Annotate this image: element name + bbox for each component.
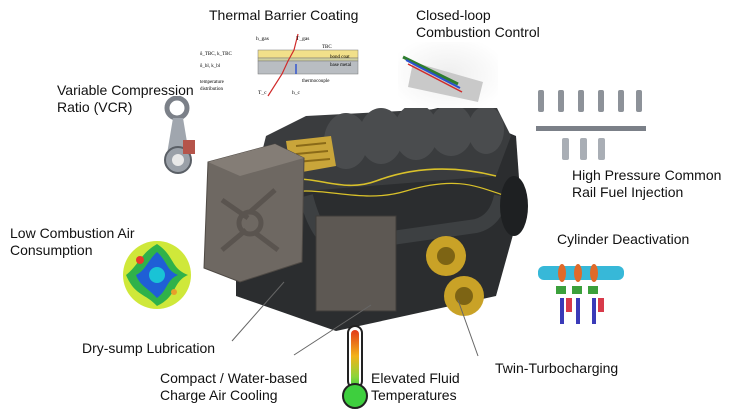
label-line-2: Rail Fuel Injection: [572, 184, 684, 200]
label-elevated-fluid-temperatures: Elevated Fluid Temperatures: [371, 370, 460, 404]
label-text: Cylinder Deactivation: [557, 231, 690, 247]
label-line-2: Combustion Control: [416, 24, 540, 40]
tbc-h-bottom: h_c: [292, 90, 301, 96]
tbc-layer-tbc: TBC: [322, 45, 332, 50]
thermometer-icon: [340, 324, 370, 410]
label-compact-cooling: Compact / Water-based Charge Air Cooling: [160, 370, 307, 404]
tbc-layer-bond: bond coat: [330, 55, 350, 60]
vcr-connecting-rod-image: [155, 96, 203, 176]
tbc-h-top: h_gas: [256, 36, 269, 42]
tbc-temp-dist-2: distribution: [200, 87, 224, 92]
label-line-1: Elevated Fluid: [371, 370, 460, 386]
label-low-combustion-air: Low Combustion Air Consumption: [10, 225, 135, 259]
label-cylinder-deactivation: Cylinder Deactivation: [557, 231, 689, 248]
fuel-injection-image: [532, 86, 652, 166]
label-text: Dry-sump Lubrication: [82, 340, 216, 356]
label-line-1: Closed-loop: [416, 7, 491, 23]
tbc-diagram: h_gas T_gas δ_TBC, k_TBC δ_bl, k_bl TBC …: [198, 28, 368, 98]
combustion-control-image: [398, 42, 498, 108]
tbc-layer-base: base metal: [330, 63, 352, 68]
label-line-1: High Pressure Common: [572, 167, 722, 183]
tbc-thermocouple: thermocouple: [302, 79, 330, 84]
label-vcr: Variable Compression Ratio (VCR): [57, 82, 194, 116]
label-line-1: Low Combustion Air: [10, 225, 135, 241]
tbc-t-bottom: T_c: [258, 90, 267, 96]
label-line-1: Compact / Water-based: [160, 370, 308, 386]
label-line-2: Consumption: [10, 242, 93, 258]
label-twin-turbocharging: Twin-Turbocharging: [495, 360, 618, 377]
label-line-2: Temperatures: [371, 387, 457, 403]
label-text: Twin-Turbocharging: [495, 360, 619, 376]
label-thermal-barrier-coating: Thermal Barrier Coating: [209, 7, 358, 24]
label-closed-loop-control: Closed-loop Combustion Control: [416, 7, 540, 41]
cylinder-deactivation-image: [538, 258, 624, 330]
label-dry-sump-lubrication: Dry-sump Lubrication: [82, 340, 215, 357]
dry-sump-tank: [200, 140, 310, 285]
label-line-2: Ratio (VCR): [57, 99, 133, 115]
label-line-2: Charge Air Cooling: [160, 387, 278, 403]
combustion-cfd-image: [120, 238, 194, 312]
tbc-left-top: δ_TBC, k_TBC: [200, 52, 232, 57]
label-line-1: Variable Compression: [57, 82, 194, 98]
label-text: Thermal Barrier Coating: [209, 7, 359, 23]
label-high-pressure-fuel-injection: High Pressure Common Rail Fuel Injection: [572, 167, 721, 201]
tbc-left-bottom: δ_bl, k_bl: [200, 64, 221, 69]
tbc-temp-dist-1: temperature: [200, 80, 225, 85]
tbc-t-top: T_gas: [296, 36, 309, 42]
engine-illustration: [196, 96, 536, 346]
